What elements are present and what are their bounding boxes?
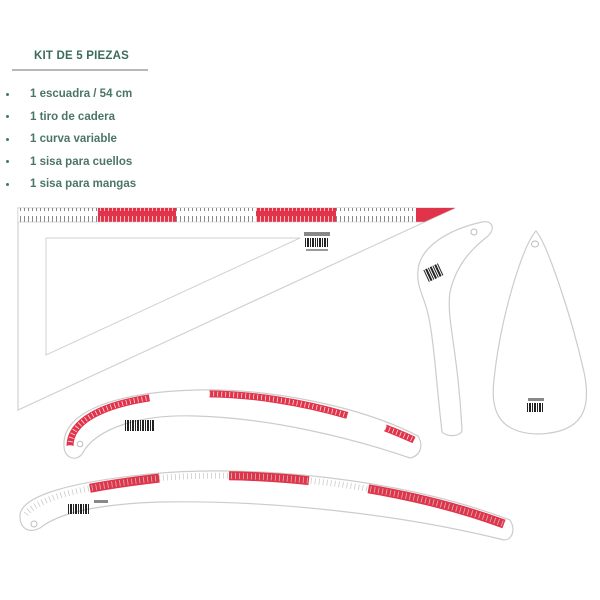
long-curve-ruler [19, 470, 514, 541]
bullet-icon [6, 182, 9, 186]
variable-curve-ruler [63, 389, 422, 459]
bullet-icon [6, 137, 9, 141]
barcode-icon [423, 263, 444, 282]
barcode-icon [68, 500, 108, 514]
list-item: 1 sisa para cuellos [6, 151, 136, 174]
title-underline [12, 69, 148, 71]
barcode-icon [304, 232, 330, 251]
list-item: 1 tiro de cadera [6, 106, 136, 129]
kit-item-list: 1 escuadra / 54 cm 1 tiro de cadera 1 cu… [6, 83, 136, 196]
list-item: 1 curva variable [6, 128, 136, 151]
bullet-icon [6, 115, 9, 119]
bullet-icon [6, 160, 9, 164]
bullet-icon [6, 92, 9, 96]
square-ruler [17, 207, 456, 411]
kit-title: KIT DE 5 PIEZAS [34, 50, 130, 62]
list-item: 1 sisa para mangas [6, 173, 136, 196]
armhole-curve-ruler [492, 230, 588, 435]
kit-header: KIT DE 5 PIEZAS [12, 50, 148, 71]
hip-curve-ruler [417, 221, 493, 437]
barcode-icon [125, 420, 154, 431]
barcode-icon [527, 398, 544, 412]
list-item: 1 escuadra / 54 cm [6, 83, 136, 106]
